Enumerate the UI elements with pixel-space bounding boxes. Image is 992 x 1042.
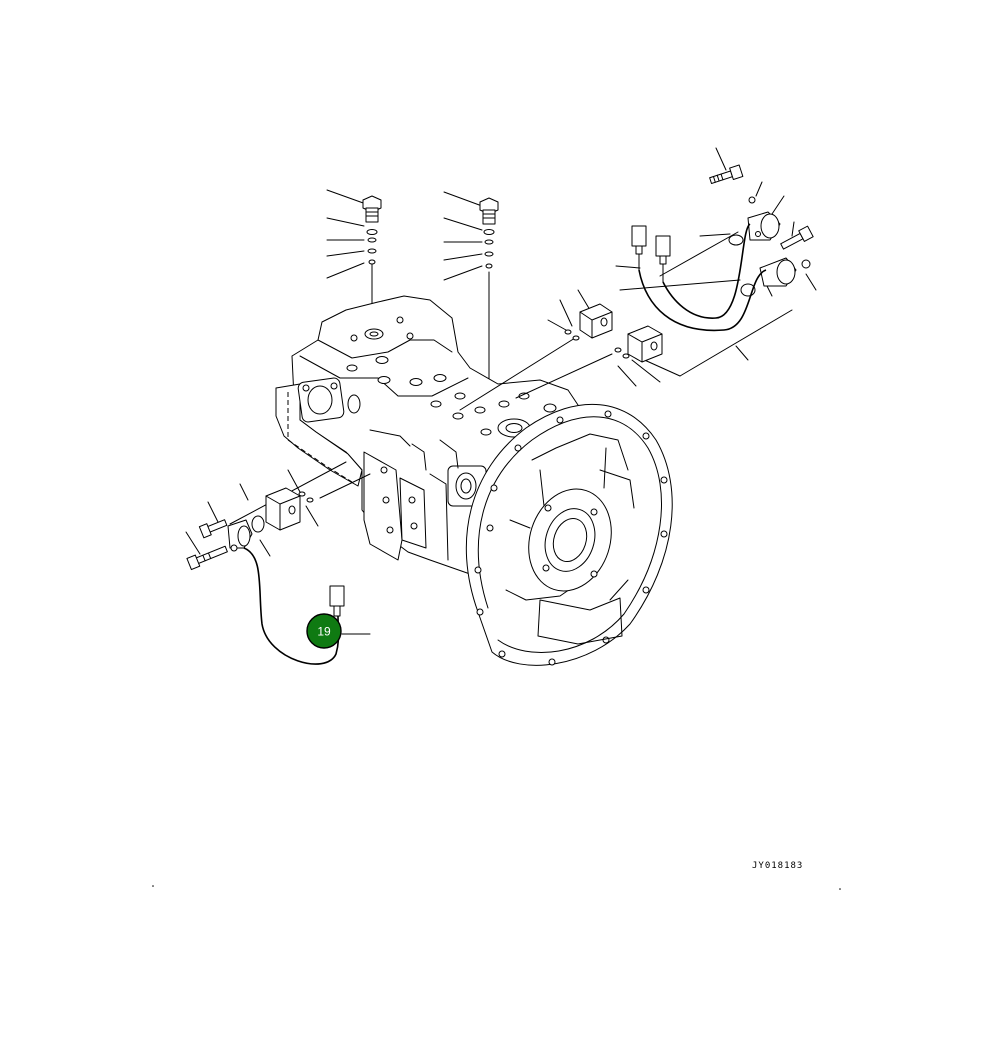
lower-left-assembly (185, 461, 371, 665)
callout-19[interactable]: 19 (306, 613, 371, 649)
corner-mark-right (839, 888, 841, 890)
callout-label: 19 (317, 625, 331, 639)
leader-lines-center-valve (443, 191, 490, 393)
corner-mark-left (152, 885, 154, 887)
drawing-reference: JY018183 (752, 861, 803, 871)
plug-bolt-left (362, 195, 382, 265)
leader-lines-left-valve (326, 189, 373, 331)
upper-right-assembly (459, 147, 817, 411)
flywheel-housing (465, 403, 673, 666)
plug-bolt-center (479, 197, 499, 269)
callout-circle[interactable] (306, 613, 342, 649)
